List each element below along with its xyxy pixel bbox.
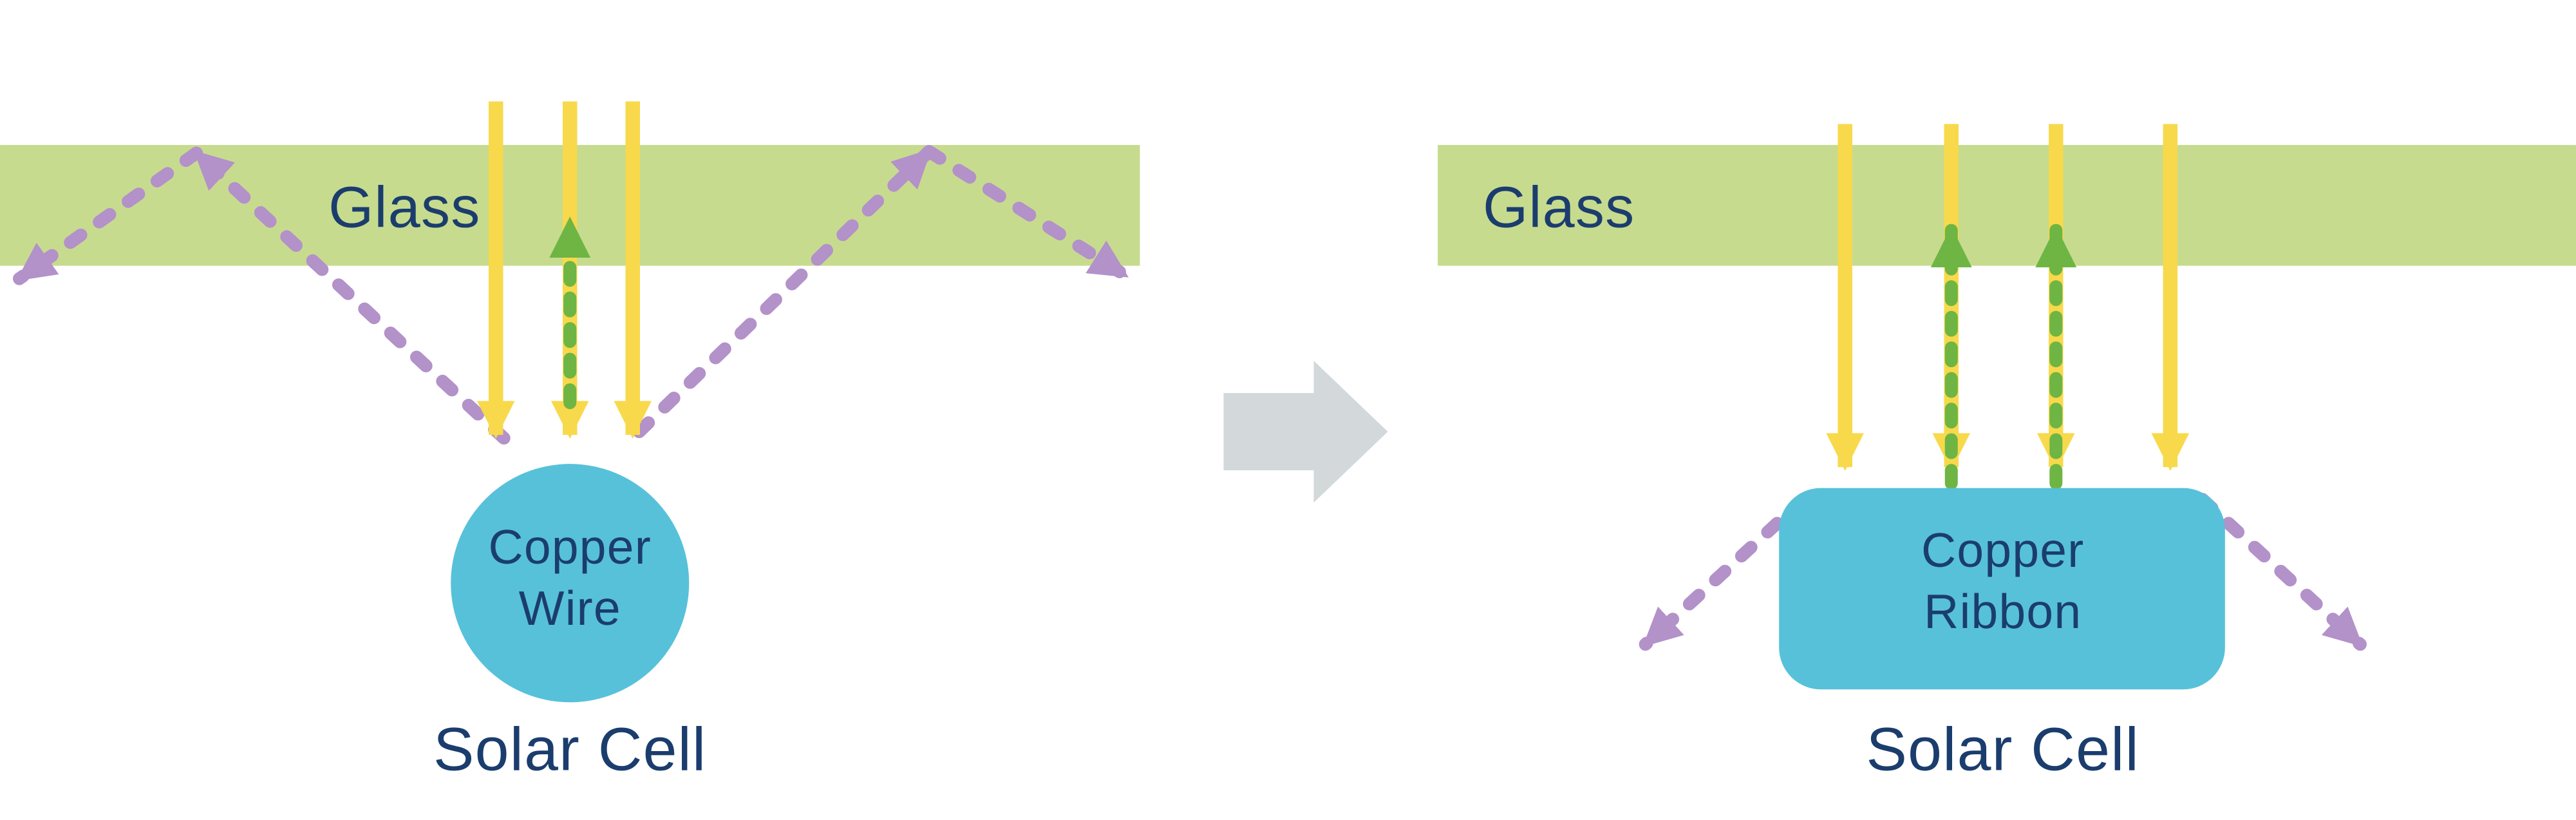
scattered-ray-out-left xyxy=(13,146,203,285)
right-panel: Glass Copper Ribbon Solar Cell xyxy=(1438,124,2576,783)
scattered-ray-up-right xyxy=(632,145,935,439)
scattered-ray-out-right xyxy=(2195,493,2367,651)
left-panel: Glass Copper Wire Solar Cell xyxy=(0,101,1140,783)
scattered-ray-out-left xyxy=(1639,493,1810,651)
copper-ribbon-label-line2: Ribbon xyxy=(1924,584,2082,638)
solar-cell-label-left: Solar Cell xyxy=(433,715,706,783)
copper-ribbon-label-line1: Copper xyxy=(1921,523,2085,577)
copper-wire-label-line1: Copper xyxy=(488,520,652,574)
solar-cell-label-right: Solar Cell xyxy=(1866,715,2139,783)
transition-arrow-icon xyxy=(1223,361,1388,503)
glass-label: Glass xyxy=(328,176,480,240)
copper-wire-shape xyxy=(451,464,690,703)
glass-layer xyxy=(1438,145,2576,266)
copper-wire-label-line2: Wire xyxy=(519,581,621,635)
scattered-ray-up-left xyxy=(190,146,511,445)
scattered-ray-out-right xyxy=(922,145,1132,282)
glass-label: Glass xyxy=(1483,176,1635,240)
copper-ribbon-shape xyxy=(1779,488,2225,690)
